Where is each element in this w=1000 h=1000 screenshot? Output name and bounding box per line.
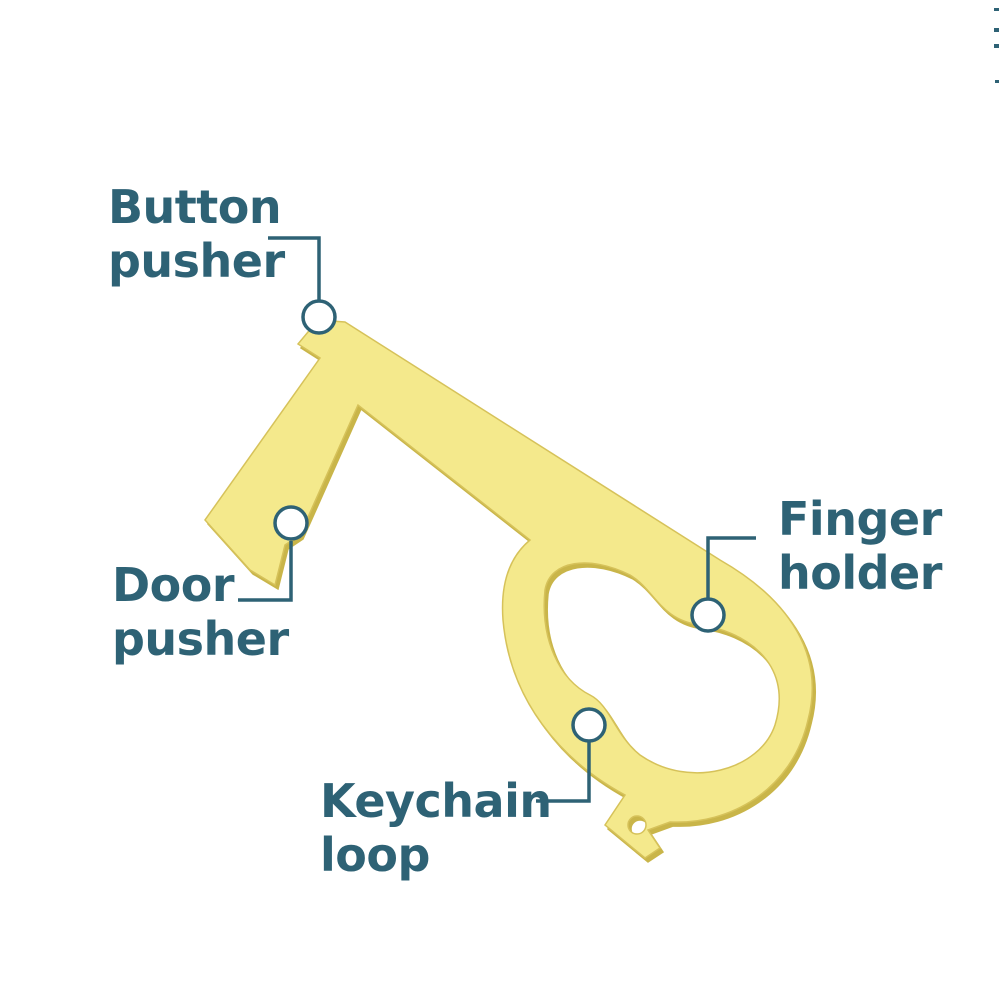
label-door-pusher-line1: Door (112, 558, 235, 612)
label-keychain-loop-line1: Keychain (320, 774, 552, 828)
leader-line-button-pusher (268, 236, 321, 300)
cropped-edge-mark (994, 8, 999, 83)
label-finger-holder: Finger holder (778, 492, 942, 600)
label-finger-holder-line2: holder (778, 546, 942, 600)
label-button-pusher-line2: pusher (108, 234, 285, 288)
marker-finger-holder (690, 597, 726, 633)
label-button-pusher-line1: Button (108, 180, 282, 234)
leader-line-door-pusher (238, 541, 293, 602)
label-keychain-loop: Keychain loop (320, 774, 552, 882)
marker-button-pusher (301, 299, 337, 335)
tool-body (204, 319, 813, 859)
leader-lines (238, 236, 756, 803)
leader-line-keychain-loop (536, 742, 591, 803)
label-button-pusher: Button pusher (108, 180, 285, 288)
label-finger-holder-line1: Finger (778, 492, 942, 546)
label-door-pusher: Door pusher (112, 558, 289, 666)
leader-line-finger-holder (706, 536, 756, 598)
callout-markers (273, 299, 726, 743)
label-keychain-loop-line2: loop (320, 828, 430, 882)
marker-door-pusher (273, 505, 309, 541)
hands-free-tool (204, 319, 813, 859)
marker-keychain-loop (571, 707, 607, 743)
label-door-pusher-line2: pusher (112, 612, 289, 666)
